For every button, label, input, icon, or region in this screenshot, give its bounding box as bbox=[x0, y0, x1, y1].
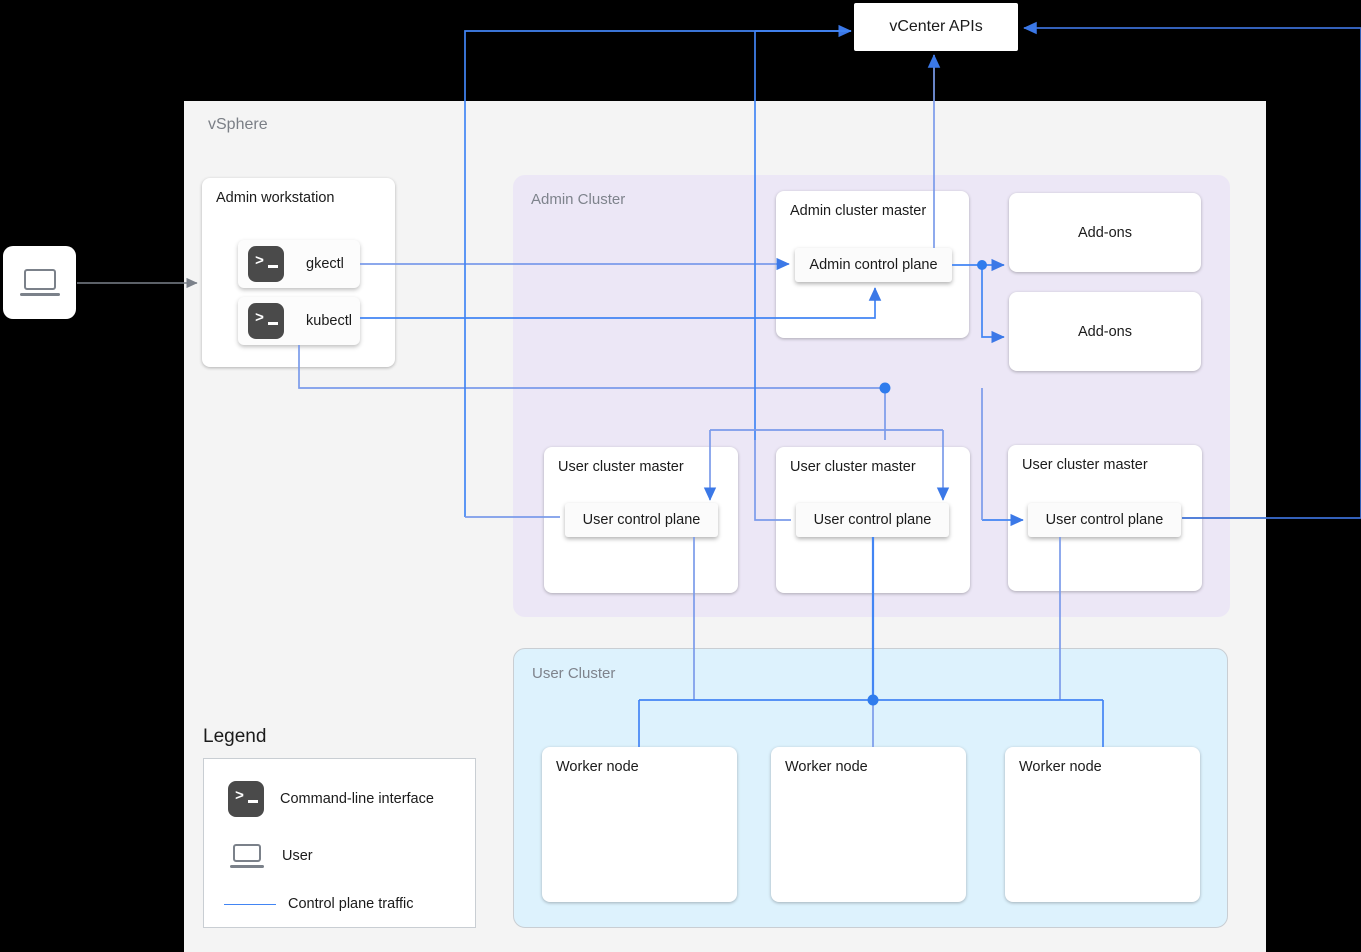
admin-control-plane-label: Admin control plane bbox=[809, 257, 938, 273]
legend-item-traffic-label: Control plane traffic bbox=[288, 896, 414, 912]
laptop-icon bbox=[230, 844, 264, 868]
vcenter-apis-box[interactable]: vCenter APIs bbox=[854, 3, 1018, 51]
legend-title: Legend bbox=[203, 726, 267, 747]
worker-node-box-2[interactable]: Worker node bbox=[771, 747, 966, 902]
legend-box: > Command-line interface User Control pl… bbox=[203, 758, 476, 928]
user-cluster-master-label: User cluster master bbox=[790, 459, 916, 475]
worker-node-box-1[interactable]: Worker node bbox=[542, 747, 737, 902]
cli-kubectl-label: kubectl bbox=[306, 313, 352, 329]
user-actor-box[interactable] bbox=[3, 246, 76, 319]
user-control-plane-box-2[interactable]: User control plane bbox=[796, 503, 949, 537]
terminal-icon: > bbox=[228, 781, 264, 817]
worker-node-label: Worker node bbox=[785, 759, 868, 775]
admin-workstation-label: Admin workstation bbox=[216, 190, 335, 206]
user-control-plane-box-1[interactable]: User control plane bbox=[565, 503, 718, 537]
line-swatch-icon bbox=[224, 903, 276, 905]
legend-item-cli-label: Command-line interface bbox=[280, 791, 434, 807]
cli-gkectl[interactable]: > gkectl bbox=[238, 240, 360, 288]
admin-control-plane-box[interactable]: Admin control plane bbox=[795, 248, 952, 282]
user-control-plane-label: User control plane bbox=[1045, 512, 1164, 528]
laptop-icon bbox=[19, 268, 60, 297]
addons-box-2[interactable]: Add-ons bbox=[1009, 292, 1201, 371]
addons-box-1[interactable]: Add-ons bbox=[1009, 193, 1201, 272]
cli-gkectl-label: gkectl bbox=[306, 256, 344, 272]
admin-cluster-master-label: Admin cluster master bbox=[790, 203, 927, 219]
terminal-icon: > bbox=[248, 303, 284, 339]
admin-cluster-label: Admin Cluster bbox=[531, 191, 626, 208]
vcenter-apis-label: vCenter APIs bbox=[889, 18, 983, 35]
legend-item-user-label: User bbox=[282, 848, 313, 864]
worker-node-label: Worker node bbox=[1019, 759, 1102, 775]
terminal-icon: > bbox=[248, 246, 284, 282]
legend-item-cli: > Command-line interface bbox=[228, 781, 434, 817]
addons-label: Add-ons bbox=[1077, 224, 1132, 241]
user-control-plane-label: User control plane bbox=[813, 512, 932, 528]
user-cluster-master-label: User cluster master bbox=[1022, 457, 1148, 473]
worker-node-box-3[interactable]: Worker node bbox=[1005, 747, 1200, 902]
worker-node-label: Worker node bbox=[556, 759, 639, 775]
user-cluster-label: User Cluster bbox=[532, 665, 616, 682]
user-control-plane-box-3[interactable]: User control plane bbox=[1028, 503, 1181, 537]
cli-kubectl[interactable]: > kubectl bbox=[238, 297, 360, 345]
legend-item-traffic: Control plane traffic bbox=[224, 896, 413, 912]
addons-label: Add-ons bbox=[1077, 323, 1132, 340]
vsphere-label: vSphere bbox=[208, 116, 268, 133]
legend-item-user: User bbox=[230, 844, 313, 868]
user-cluster-master-label: User cluster master bbox=[558, 459, 684, 475]
user-control-plane-label: User control plane bbox=[582, 512, 701, 528]
